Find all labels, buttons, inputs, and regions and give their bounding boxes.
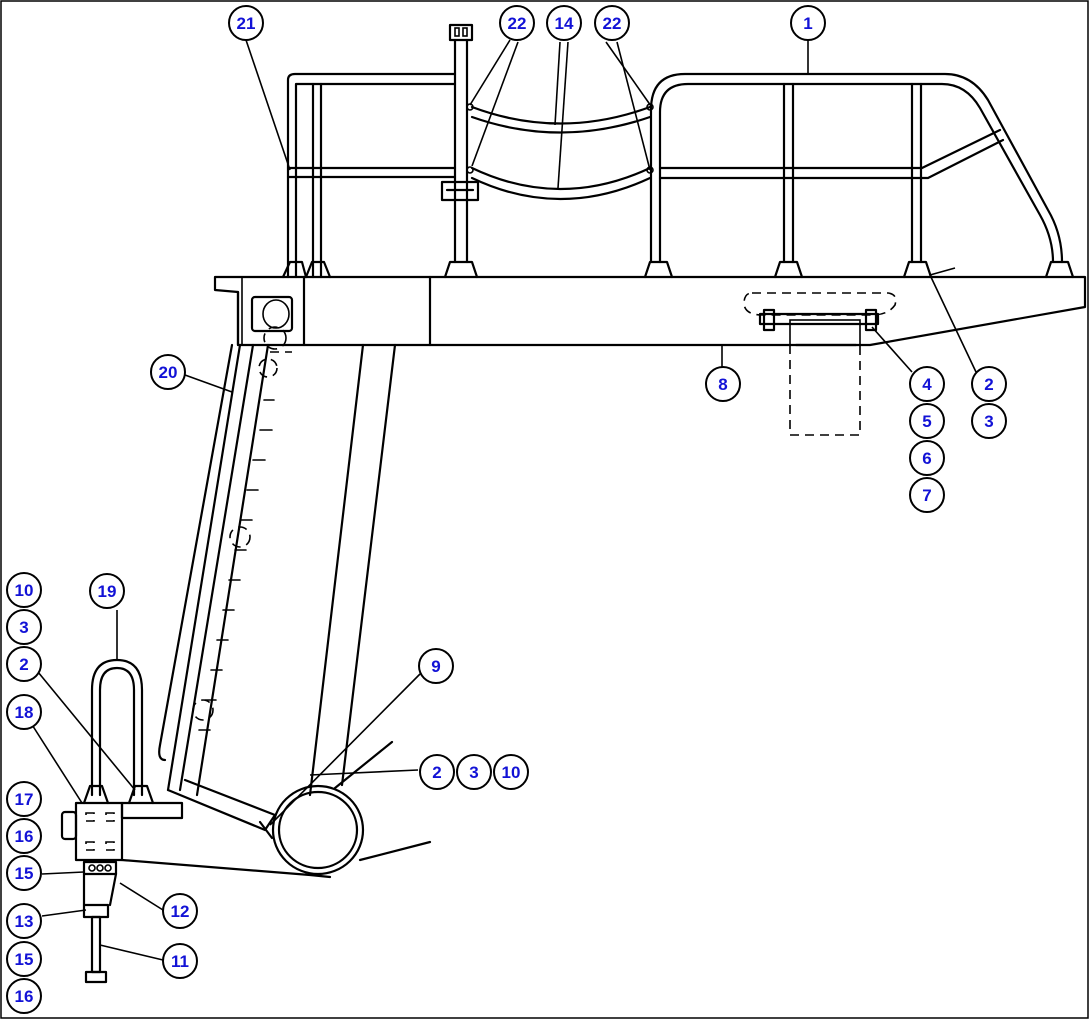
callout-21: 21: [228, 5, 264, 41]
callout-5: 5: [909, 403, 945, 439]
left-handrail: [281, 72, 457, 279]
callout-10a: 10: [6, 572, 42, 608]
callout-22a: 22: [499, 5, 535, 41]
callout-6: 6: [909, 440, 945, 476]
center-post: [440, 23, 480, 279]
right-handrail: [643, 72, 1075, 279]
callout-10b: 10: [493, 754, 529, 790]
callout-20: 20: [150, 354, 186, 390]
bottom-handle-assembly: [60, 658, 332, 984]
callout-15a: 15: [6, 855, 42, 891]
svg-text:22: 22: [508, 14, 527, 33]
mount-bracket: [743, 292, 897, 436]
svg-text:10: 10: [15, 581, 34, 600]
svg-text:3: 3: [984, 412, 993, 431]
callout-3b: 3: [6, 609, 42, 645]
svg-text:9: 9: [431, 657, 440, 676]
svg-text:15: 15: [15, 864, 34, 883]
svg-text:22: 22: [603, 14, 622, 33]
platform-beam: [213, 275, 1087, 347]
svg-text:7: 7: [922, 486, 931, 505]
svg-text:3: 3: [469, 763, 478, 782]
callout-16b: 16: [6, 978, 42, 1014]
svg-text:18: 18: [15, 703, 34, 722]
callout-8: 8: [705, 366, 741, 402]
callout-18: 18: [6, 694, 42, 730]
svg-text:16: 16: [15, 827, 34, 846]
svg-text:15: 15: [15, 950, 34, 969]
safety-chains: [470, 105, 652, 201]
callout-16a: 16: [6, 818, 42, 854]
svg-text:16: 16: [15, 987, 34, 1006]
ladder: [158, 326, 397, 840]
callout-22b: 22: [594, 5, 630, 41]
svg-text:3: 3: [19, 618, 28, 637]
svg-text:11: 11: [171, 952, 189, 971]
svg-text:10: 10: [502, 763, 521, 782]
callout-14: 14: [546, 5, 582, 41]
callout-13: 13: [6, 903, 42, 939]
svg-text:21: 21: [237, 14, 256, 33]
svg-text:5: 5: [922, 412, 931, 431]
svg-text:12: 12: [171, 902, 190, 921]
svg-text:8: 8: [718, 375, 727, 394]
callout-2b: 2: [6, 646, 42, 682]
svg-text:17: 17: [15, 790, 34, 809]
ladder-wheel: [271, 740, 432, 876]
callouts: 21 22 14 22 1 20 8 4 5 6 7 2 3 10 3 2 18…: [6, 5, 1007, 1014]
callout-9: 9: [418, 648, 454, 684]
callout-2c: 2: [419, 754, 455, 790]
svg-text:2: 2: [984, 375, 993, 394]
callout-11: 11: [162, 943, 198, 979]
svg-text:13: 13: [15, 912, 34, 931]
svg-text:6: 6: [922, 449, 931, 468]
callout-17: 17: [6, 781, 42, 817]
callout-2a: 2: [971, 366, 1007, 402]
svg-text:4: 4: [922, 375, 932, 394]
svg-text:14: 14: [555, 14, 574, 33]
callout-12: 12: [162, 893, 198, 929]
callout-19: 19: [89, 573, 125, 609]
svg-text:19: 19: [98, 582, 117, 601]
callout-1: 1: [790, 5, 826, 41]
svg-text:20: 20: [159, 363, 178, 382]
callout-7: 7: [909, 477, 945, 513]
callout-3c: 3: [456, 754, 492, 790]
svg-text:2: 2: [432, 763, 441, 782]
callout-3a: 3: [971, 403, 1007, 439]
callout-4: 4: [909, 366, 945, 402]
svg-text:2: 2: [19, 655, 28, 674]
svg-text:1: 1: [803, 14, 812, 33]
callout-15b: 15: [6, 941, 42, 977]
leader-lines: [28, 39, 977, 961]
